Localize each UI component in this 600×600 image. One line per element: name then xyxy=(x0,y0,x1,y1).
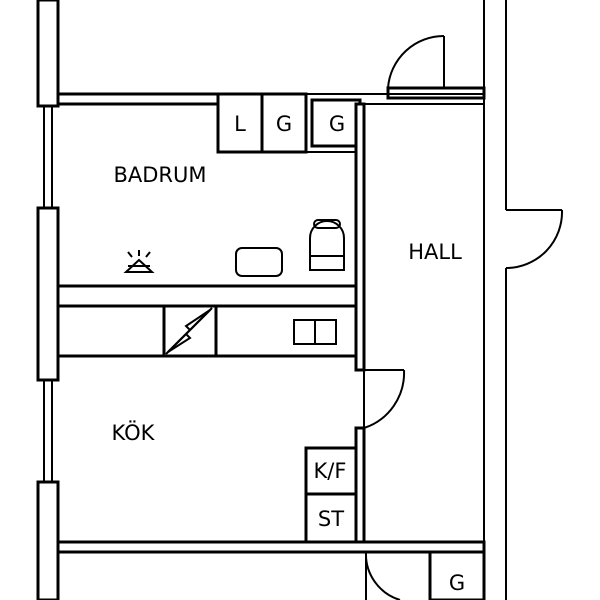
front-door[interactable] xyxy=(505,209,564,269)
right-exterior-wall xyxy=(483,0,507,600)
lower-door[interactable] xyxy=(364,551,401,600)
upper-door[interactable] xyxy=(387,34,445,89)
cabinet-l-label: L xyxy=(234,112,246,136)
room-label-hall: HALL xyxy=(408,240,462,264)
cabinet-g-label: G xyxy=(329,112,345,136)
bathroom-kitchen-wall xyxy=(56,284,358,308)
kitchen-door[interactable] xyxy=(363,369,406,429)
room-label-kok: KÖK xyxy=(112,420,156,445)
top-cabinets xyxy=(216,92,484,154)
left-exterior-wall xyxy=(36,0,60,600)
toilet-icon xyxy=(309,219,345,271)
sink-icon xyxy=(293,319,337,345)
bottom-partition-wall xyxy=(56,540,486,554)
stove-label: ST xyxy=(318,507,344,531)
washbasin-icon xyxy=(235,247,283,277)
lower-cabinet xyxy=(428,550,486,600)
room-label-badrum: BADRUM xyxy=(113,163,206,187)
hall-wall xyxy=(354,102,484,546)
kitchen-counter xyxy=(56,304,358,358)
kitchen-cabinets xyxy=(304,446,358,544)
cabinet-g-label: G xyxy=(449,571,465,595)
cabinet-g-label: G xyxy=(276,112,292,136)
fridge-freezer-label: K/F xyxy=(314,459,347,483)
light-icon xyxy=(123,250,155,273)
